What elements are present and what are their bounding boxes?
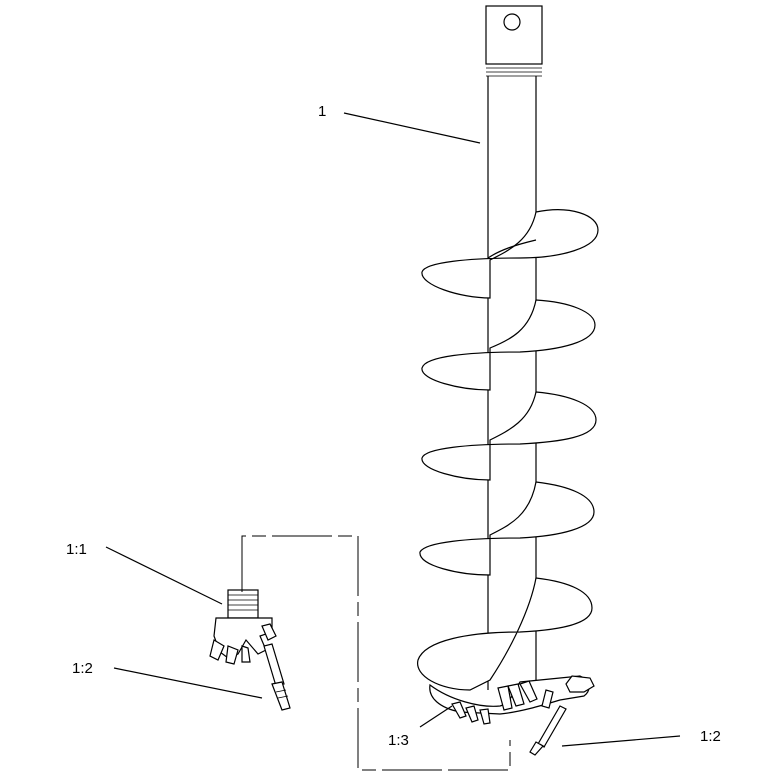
leader-lines <box>105 112 681 747</box>
leader-part-1 <box>343 112 481 144</box>
leader-part-1-1 <box>105 546 223 605</box>
leader-part-1-2-right <box>561 735 681 747</box>
auger-flighting <box>417 209 599 691</box>
callout-part-1-3: 1:3 <box>388 732 409 749</box>
replacement-tooth-left <box>263 643 291 711</box>
callout-part-1-1: 1:1 <box>66 541 87 558</box>
callout-part-1-2-right: 1:2 <box>700 728 721 745</box>
pilot-bit-assembly <box>209 589 277 665</box>
assembly-dashed-lines <box>241 535 511 771</box>
auger-pilot-head <box>429 675 595 725</box>
leader-part-1-2-left <box>113 667 263 699</box>
replacement-tooth-right <box>529 705 567 756</box>
shaft-top-collar <box>485 5 543 77</box>
leader-part-1-3 <box>419 705 453 728</box>
callout-part-1: 1 <box>318 103 326 120</box>
auger-shaft <box>487 76 537 690</box>
callout-part-1-2-left: 1:2 <box>72 660 93 677</box>
